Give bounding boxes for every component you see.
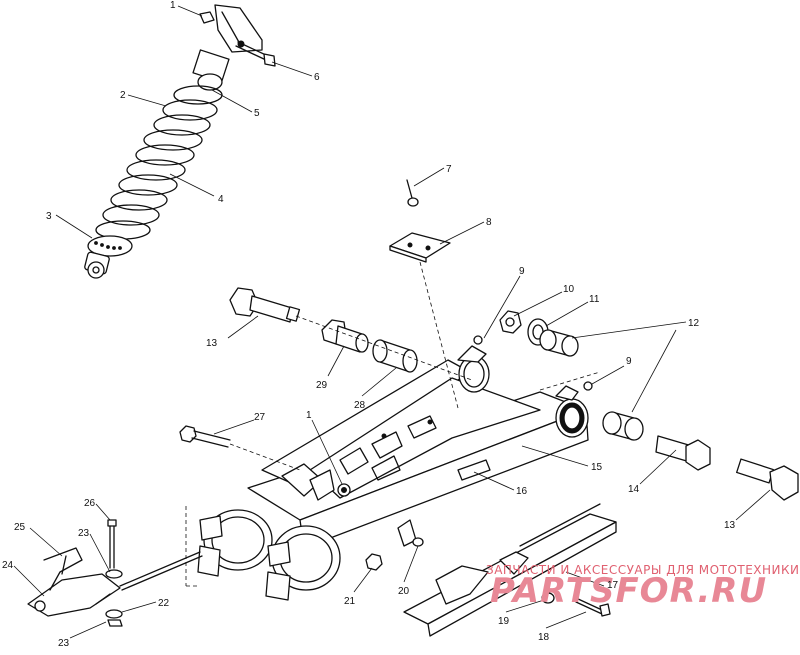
callout-8: 8 <box>486 217 492 228</box>
callout-13-left: 13 <box>206 338 218 349</box>
callout-19: 19 <box>498 616 510 627</box>
callout-7: 7 <box>446 164 452 175</box>
bushing-12-upper <box>539 329 579 357</box>
callout-23-lower: 23 <box>58 638 70 649</box>
callout-18: 18 <box>538 632 550 643</box>
callout-22: 22 <box>158 598 170 609</box>
callout-25: 25 <box>14 522 26 533</box>
callout-17: 17 <box>607 580 619 591</box>
assembly-lines <box>185 261 601 587</box>
slide-rail <box>403 503 617 637</box>
callout-13-right: 13 <box>724 520 736 531</box>
watermark-tagline: ЗАПЧАСТИ И АКСЕССУАРЫ ДЛЯ МОТОТЕХНИКИ <box>486 563 800 577</box>
plate-8 <box>389 232 451 263</box>
swing-arm <box>197 345 589 601</box>
bolt-27 <box>179 425 301 471</box>
bolt-26 <box>107 519 117 569</box>
pivot-bolt-13-left <box>229 287 301 323</box>
leader-lines <box>13 5 771 639</box>
pivot-bolt-13-right <box>736 458 799 501</box>
washer-20 <box>412 537 424 547</box>
bolt-7 <box>406 179 419 207</box>
callout-27: 27 <box>254 412 266 423</box>
callout-5: 5 <box>254 108 260 119</box>
callout-21: 21 <box>344 596 356 607</box>
bushing-12-lower <box>602 411 644 441</box>
callout-10: 10 <box>563 284 575 295</box>
callout-23-upper: 23 <box>78 528 90 539</box>
nut-10 <box>499 310 522 334</box>
callout-28: 28 <box>354 400 366 411</box>
bushing-29 <box>321 319 369 353</box>
callout-4: 4 <box>218 194 224 205</box>
callout-11: 11 <box>589 294 600 305</box>
callout-16: 16 <box>516 486 528 497</box>
callout-1-clevis: 1 <box>306 410 312 421</box>
bushing-28 <box>372 339 418 373</box>
callout-12: 12 <box>688 318 700 329</box>
watermark-brand: PARTSFOR.RU <box>490 571 767 611</box>
callout-26: 26 <box>84 498 96 509</box>
callout-9-upper: 9 <box>519 266 525 277</box>
bolt-18 <box>575 597 611 617</box>
callout-numbers: 1 2 3 4 5 6 7 8 9 10 11 12 9 13 29 28 27… <box>2 0 736 649</box>
washer-23-upper <box>105 569 123 579</box>
callout-29: 29 <box>316 380 328 391</box>
callout-20: 20 <box>398 586 410 597</box>
callout-15: 15 <box>591 462 603 473</box>
pivot-bolt-14 <box>655 435 711 471</box>
bracket-assembly-24 <box>27 547 203 617</box>
callout-3: 3 <box>46 211 52 222</box>
washer-23-lower <box>105 609 123 627</box>
callout-9-lower: 9 <box>626 356 632 367</box>
callout-24: 24 <box>2 560 14 571</box>
callout-2: 2 <box>120 90 126 101</box>
callout-6: 6 <box>314 72 320 83</box>
grease-fitting-9 <box>473 335 593 391</box>
spacer-19 <box>541 592 555 604</box>
watermark: ЗАПЧАСТИ И АКСЕССУАРЫ ДЛЯ МОТОТЕХНИКИ PA… <box>486 563 800 611</box>
nut-21 <box>365 553 383 571</box>
callout-14: 14 <box>628 484 640 495</box>
shock-absorber <box>84 4 276 279</box>
callout-1-top: 1 <box>170 0 176 11</box>
